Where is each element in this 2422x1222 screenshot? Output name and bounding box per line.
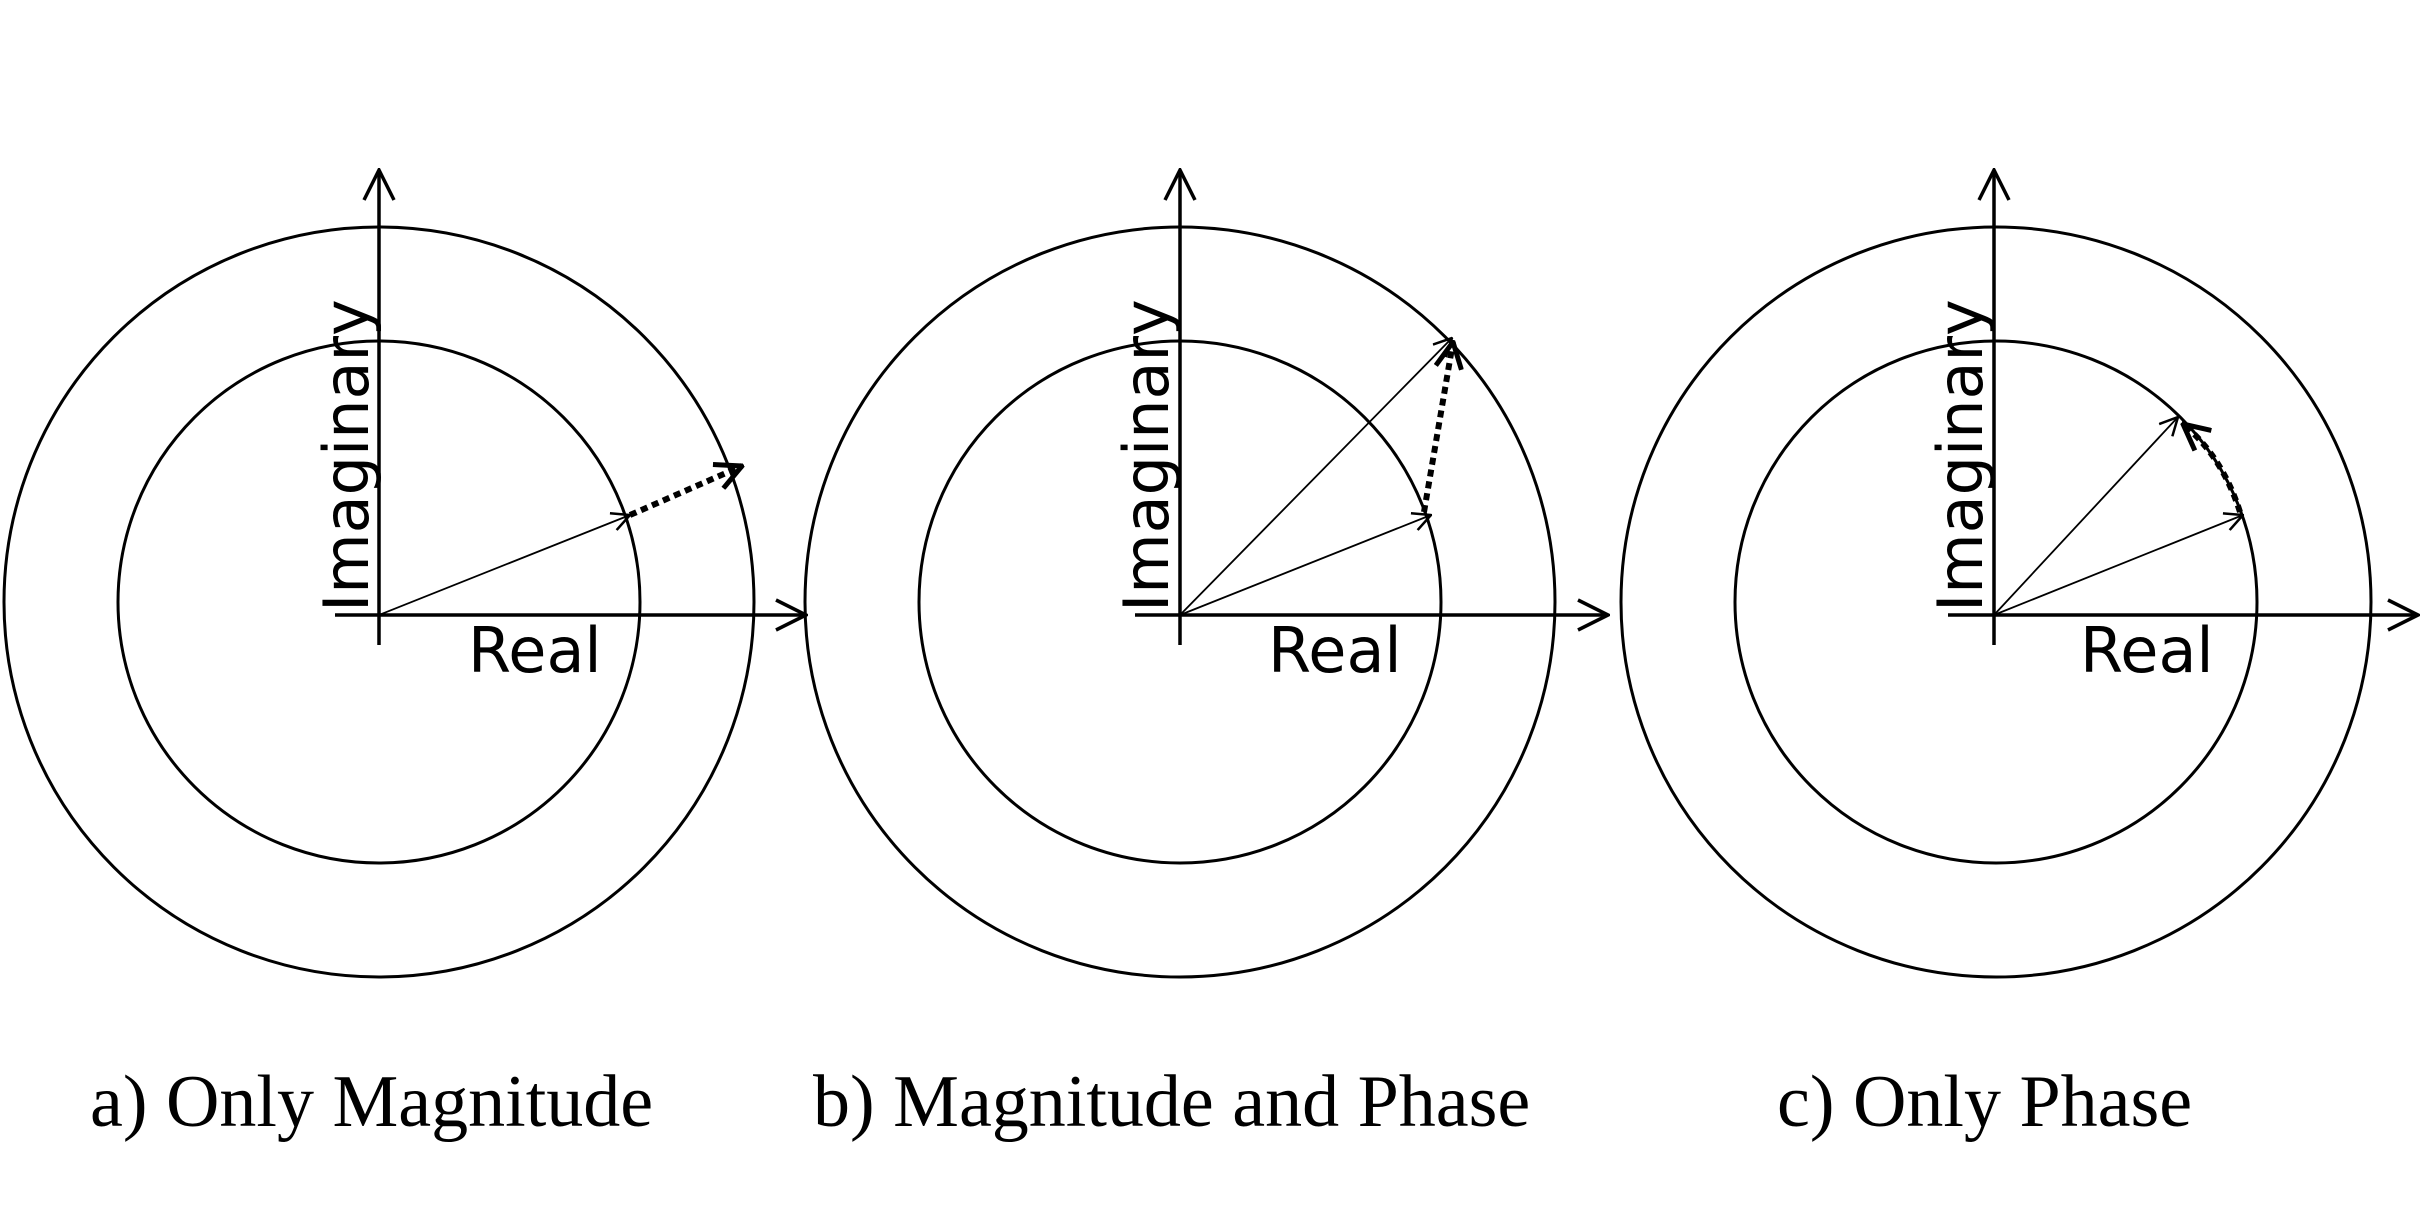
real-axis-label: Real <box>468 614 602 687</box>
real-axis-label: Real <box>1268 614 1402 687</box>
panel-caption: c) Only Phase <box>1777 1061 2192 1143</box>
panel-caption: a) Only Magnitude <box>90 1061 653 1143</box>
panel-only-magnitude: Real Imaginary a) Only Magnitude <box>2 170 806 1143</box>
initial-phasor-vector <box>1993 515 2243 616</box>
imaginary-axis-label: Imaginary <box>1110 299 1183 612</box>
panel-magnitude-and-phase: Real Imaginary b) Magnitude and Phase <box>803 170 1608 1143</box>
panel-only-phase: Real Imaginary c) Only Phase <box>1619 170 2418 1143</box>
final-phasor-vector <box>1993 417 2178 616</box>
magnitude-change-arrow <box>628 466 742 518</box>
inner-circle <box>1733 339 2259 865</box>
phase-change-arrow <box>2183 424 2243 513</box>
final-phasor-vector <box>1179 338 1452 616</box>
imaginary-axis-label: Imaginary <box>1924 299 1997 612</box>
initial-phasor-vector <box>1179 515 1431 616</box>
imaginary-axis-label: Imaginary <box>310 299 383 612</box>
real-axis-label: Real <box>2080 614 2214 687</box>
panel-caption: b) Magnitude and Phase <box>813 1061 1530 1143</box>
phasor-vector <box>378 515 630 616</box>
magnitude-phase-change-arrow <box>1421 342 1453 513</box>
outer-circle <box>1619 225 2373 979</box>
